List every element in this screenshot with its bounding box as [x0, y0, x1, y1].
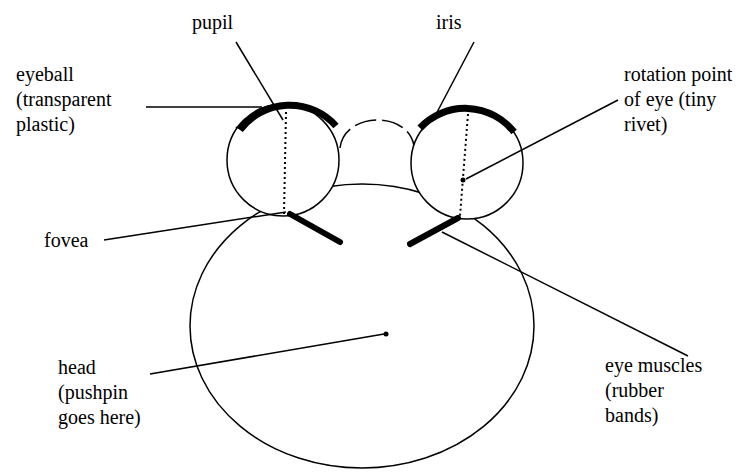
- leader-line: [104, 212, 286, 240]
- leader-line: [236, 42, 283, 120]
- left-eye-muscle: [290, 214, 340, 242]
- label-text: eyeball (transparent plastic): [16, 63, 112, 135]
- right-visual-axis: [460, 114, 468, 216]
- nose-outline: [340, 120, 414, 148]
- label-text: head (pushpin goes here): [58, 356, 141, 428]
- right-eye-muscle: [410, 218, 458, 244]
- part-label: fovea: [44, 228, 88, 253]
- leader-line: [466, 100, 618, 179]
- label-text: eye muscles (rubber bands): [605, 354, 702, 426]
- head-outline: [190, 184, 534, 468]
- label-text: rotation point of eye (tiny rivet): [624, 63, 732, 135]
- leader-line: [150, 334, 384, 374]
- left-iris-tip: [236, 123, 244, 128]
- pushpin-point: [384, 332, 389, 337]
- leader-line: [146, 106, 262, 108]
- left-visual-axis: [284, 112, 286, 214]
- label-text: pupil: [192, 11, 233, 33]
- rivet: [461, 178, 466, 183]
- part-label: iris: [436, 10, 462, 35]
- leader-line: [434, 42, 474, 118]
- left-iris: [240, 105, 336, 130]
- label-text: fovea: [44, 229, 88, 251]
- label-text: iris: [436, 11, 462, 33]
- right-eyeball: [411, 107, 523, 219]
- leader-lines: [104, 42, 688, 374]
- part-label: head (pushpin goes here): [58, 355, 158, 430]
- part-label: rotation point of eye (tiny rivet): [624, 62, 736, 137]
- leader-line: [442, 232, 688, 356]
- left-eyeball: [227, 104, 339, 216]
- part-label: eyeball (transparent plastic): [16, 62, 136, 137]
- part-label: pupil: [192, 10, 233, 35]
- part-label: eye muscles (rubber bands): [605, 353, 711, 428]
